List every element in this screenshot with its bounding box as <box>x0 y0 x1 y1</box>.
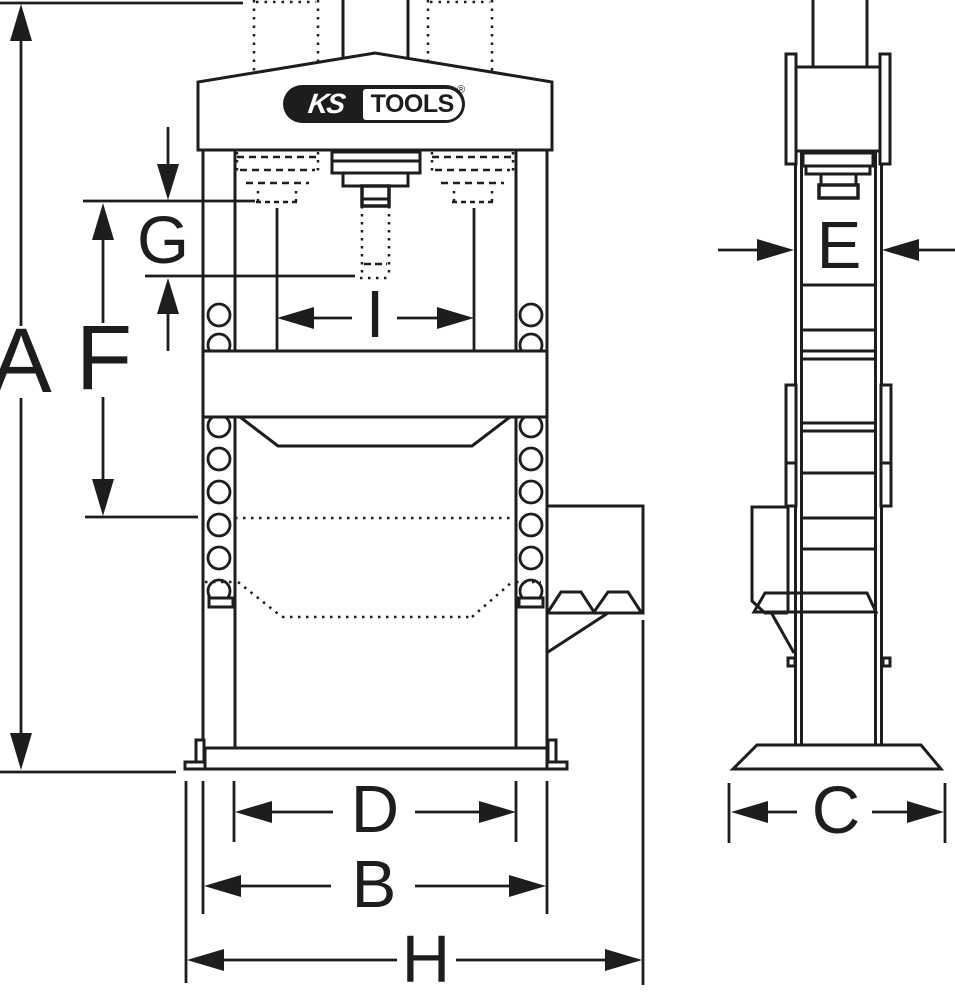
dimension-label-h: H <box>401 922 451 998</box>
dimension-label-b: B <box>351 847 397 923</box>
dimension-f <box>85 203 198 519</box>
dimension-h <box>184 620 645 985</box>
side-view <box>729 0 945 771</box>
logo-tools-text: TOOLS <box>363 88 462 120</box>
side-table-edge <box>751 591 879 614</box>
ks-tools-logo: KS TOOLS <box>283 85 465 123</box>
side-column-rungs <box>801 283 876 551</box>
hydraulic-ram <box>330 150 422 208</box>
pump-unit-front <box>545 504 645 654</box>
return-spring-left <box>235 152 320 204</box>
pump-handle-front <box>547 611 609 654</box>
dimension-label-g: G <box>136 203 190 279</box>
table-pin-right <box>517 596 545 609</box>
logo-ks-text: KS <box>306 88 346 119</box>
side-tab-right <box>881 656 892 668</box>
side-head-block <box>789 65 888 153</box>
work-table-beam <box>201 349 549 419</box>
pump-handle-side <box>770 613 796 654</box>
table-lower-position-dotted <box>205 516 541 619</box>
dimension-label-e: E <box>816 208 862 284</box>
side-tab-left <box>786 656 797 668</box>
dimension-e <box>718 239 955 261</box>
table-pin-left <box>207 596 235 609</box>
dimension-d <box>232 781 518 842</box>
dimension-label-d: D <box>350 772 400 848</box>
dimension-label-c: C <box>811 773 861 849</box>
dimension-label-a: A <box>0 310 52 413</box>
side-head-flange-left <box>784 52 798 166</box>
handle-rest-notches <box>546 590 643 615</box>
work-table-vee <box>239 415 511 448</box>
pump-unit-side <box>750 505 796 654</box>
dimension-g <box>83 127 355 351</box>
side-base-foot <box>729 743 945 771</box>
side-ram-stack <box>801 151 875 200</box>
dimension-c <box>727 783 947 843</box>
ram-extended-dotted <box>360 206 391 280</box>
dimension-label-f: F <box>75 307 133 410</box>
side-head-flange-right <box>878 52 892 166</box>
dimension-label-i: I <box>365 277 385 353</box>
dimension-a <box>0 1 243 774</box>
dimension-b <box>201 781 549 914</box>
hidden-top-housings <box>252 0 494 72</box>
dimension-i <box>275 208 476 350</box>
side-brackets <box>784 383 893 508</box>
return-spring-right <box>430 152 515 204</box>
registered-trademark-icon: ® <box>457 84 466 96</box>
front-base <box>183 738 569 771</box>
